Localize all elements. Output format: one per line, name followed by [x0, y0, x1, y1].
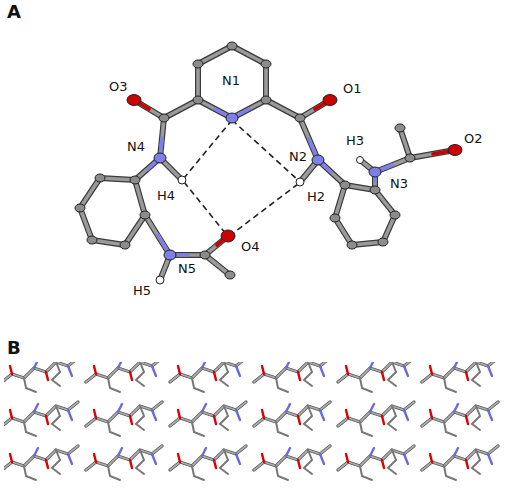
atom-label: O3 [108, 80, 129, 94]
atom-label: H3 [345, 134, 365, 148]
atom-label: H4 [156, 189, 176, 203]
atom-label: N4 [126, 140, 146, 154]
panel-letter: B [6, 338, 22, 358]
atom-label: H5 [132, 284, 152, 298]
atom-label: N1 [221, 74, 241, 88]
atom-label: N5 [177, 262, 197, 276]
panel-letter: A [6, 2, 22, 22]
atom-label: O1 [342, 82, 363, 96]
atom-label: O4 [240, 240, 261, 254]
atom-label: N2 [288, 150, 308, 164]
atom-label: N3 [389, 177, 409, 191]
atom-label: O2 [463, 132, 484, 146]
atom-label: H2 [306, 190, 326, 204]
